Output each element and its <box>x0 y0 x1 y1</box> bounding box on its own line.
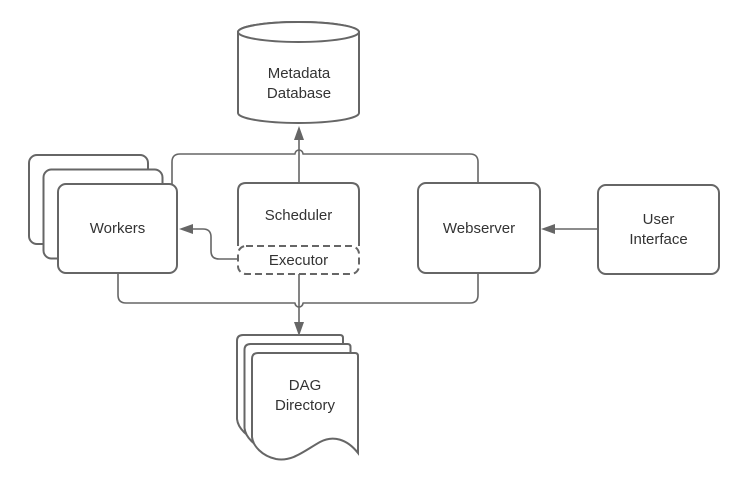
workers-stack-front-rect <box>57 183 178 274</box>
metadata-database-label-line1: Metadata <box>268 65 331 82</box>
webserver-node <box>417 182 541 274</box>
arrowhead-left-icon <box>179 224 193 234</box>
user-interface-rect <box>597 184 720 275</box>
edge-scheduler-to-database <box>294 126 304 183</box>
scheduler-rect <box>237 182 360 246</box>
edge-bottom-bus-workers-webserver-to-dag <box>117 273 479 308</box>
dag-directory-label-line2: Directory <box>275 397 336 414</box>
arrowhead-down-icon <box>294 322 304 336</box>
user-interface-node <box>597 184 720 275</box>
database-cylinder-top <box>237 21 360 43</box>
arrowhead-left-icon <box>541 224 555 234</box>
metadata-database-label-line2: Database <box>267 85 331 102</box>
executor-label: Executor <box>269 252 328 269</box>
metadata-database-node <box>237 21 360 124</box>
webserver-rect <box>417 182 541 274</box>
webserver-label: Webserver <box>443 220 515 237</box>
workers-label: Workers <box>90 220 146 237</box>
user-interface-label-line1: User <box>643 211 675 228</box>
edge-top-bus-workers-webserver-to-database <box>171 149 479 184</box>
edge-user-interface-to-webserver <box>541 224 598 234</box>
workers-node <box>28 154 178 274</box>
scheduler-node <box>237 182 360 275</box>
arrowhead-up-icon <box>294 126 304 140</box>
edge-executor-to-dag-directory <box>294 274 304 336</box>
dag-directory-label-line1: DAG <box>289 377 322 394</box>
executor-dashed-rect <box>237 245 360 275</box>
scheduler-label: Scheduler <box>265 207 333 224</box>
edge-executor-to-workers <box>179 224 238 260</box>
user-interface-label-line2: Interface <box>629 231 687 248</box>
